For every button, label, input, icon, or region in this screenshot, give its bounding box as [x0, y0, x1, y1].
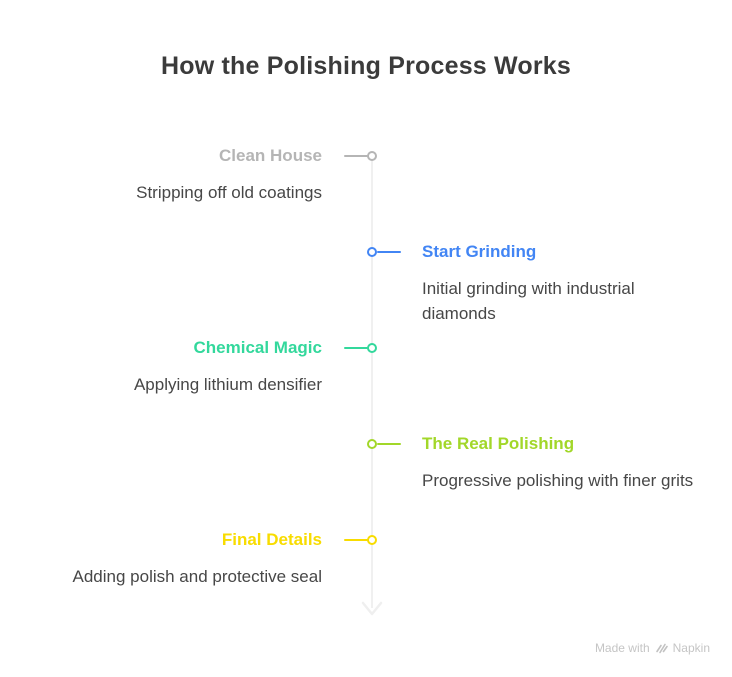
step-title-real-polishing: The Real Polishing	[422, 434, 575, 453]
watermark-brand: Napkin	[672, 641, 710, 655]
connector-line	[377, 443, 401, 445]
arrow-down-icon	[361, 601, 383, 616]
napkin-watermark: Made with Napkin	[595, 641, 710, 655]
step-description: Progressive polishing with finer grits	[422, 471, 694, 490]
step-description: Applying lithium densifier	[133, 375, 322, 394]
step-title-chemical-magic: Chemical Magic	[193, 338, 323, 357]
timeline-dot	[367, 247, 377, 257]
step-description: Adding polish and protective seal	[72, 567, 323, 586]
step-description: Stripping off old coatings	[136, 183, 322, 202]
diagram-title: How the Polishing Process Works	[161, 52, 571, 80]
step-title-clean-house: Clean House	[219, 146, 322, 165]
timeline-dot	[367, 439, 377, 449]
timeline-line	[371, 156, 373, 608]
timeline-dot	[367, 151, 377, 161]
step-title-final-details: Final Details	[221, 530, 322, 549]
timeline-dot	[367, 535, 377, 545]
connector-line	[344, 347, 368, 349]
watermark-text: Made with	[594, 641, 650, 655]
timeline-dot	[367, 343, 377, 353]
step-title-start-grinding: Start Grinding	[422, 242, 537, 261]
connector-line	[344, 539, 368, 541]
napkin-logo-icon	[655, 643, 668, 653]
step-description: Initial grinding with industrial diamond…	[422, 279, 635, 323]
connector-line	[344, 155, 368, 157]
connector-line	[377, 251, 401, 253]
